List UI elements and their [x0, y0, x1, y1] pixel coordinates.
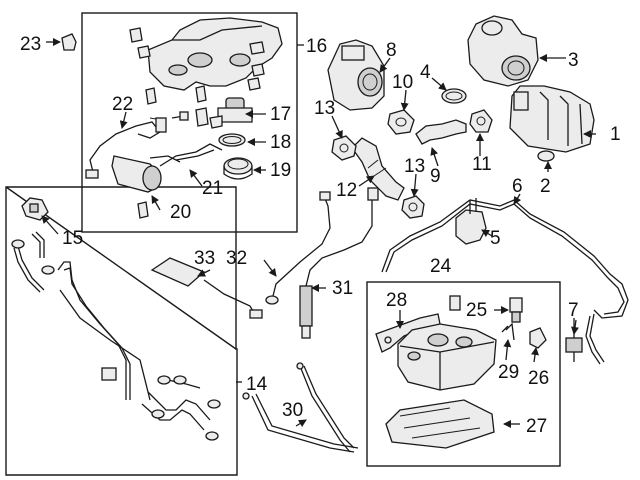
callout-1: 1: [610, 124, 621, 145]
part-19-cap: [223, 157, 253, 180]
part-18-ring: [218, 133, 246, 147]
part-26-clip: [529, 327, 547, 349]
group-box-14: [5, 186, 238, 476]
leader-lines: [41, 38, 596, 428]
callout-11: 11: [472, 154, 492, 175]
callout-8: 8: [386, 40, 397, 61]
callout-18: 18: [270, 132, 291, 153]
part-11-gasket: [469, 109, 493, 133]
callout-5: 5: [490, 228, 501, 249]
callout-26: 26: [528, 368, 549, 389]
part-22-harness: [85, 111, 189, 179]
part-17-sensor: [195, 97, 253, 129]
part-32-probe: [265, 191, 331, 305]
part-6-lines: [381, 199, 629, 365]
group-box-16: [81, 12, 298, 233]
callout-12: 12: [336, 180, 357, 201]
part-23-clip: [61, 33, 77, 51]
part-24-tank: [397, 295, 497, 391]
part-16-module: [129, 17, 283, 105]
part-2-gasket: [537, 150, 555, 162]
part-30-straps: [242, 362, 359, 453]
callout-22: 22: [112, 94, 133, 115]
part-5-valve: [455, 198, 487, 245]
callout-31: 31: [332, 278, 353, 299]
part-8-egr-valve: [327, 39, 385, 111]
part-15-bracket: [21, 197, 49, 221]
part-12-pipe: [351, 137, 405, 201]
part-7-sensor: [565, 318, 583, 362]
group-box-24: [366, 281, 561, 467]
callout-23: 23: [20, 34, 41, 55]
callout-33: 33: [194, 248, 215, 269]
callout-13-upper: 13: [314, 98, 335, 119]
callout-32: 32: [226, 248, 247, 269]
callout-4: 4: [420, 62, 431, 83]
part-33-sensor: [150, 257, 263, 319]
callout-29: 29: [498, 362, 519, 383]
part-3-turbo: [467, 15, 539, 87]
callout-13-lower: 13: [404, 156, 425, 177]
part-20-pump: [111, 155, 181, 219]
part-1-cooler: [509, 85, 595, 153]
callout-25: 25: [466, 300, 487, 321]
callout-6: 6: [512, 176, 523, 197]
callout-14: 14: [246, 374, 268, 395]
callout-30: 30: [282, 400, 303, 421]
callout-7: 7: [568, 300, 579, 321]
callout-21: 21: [202, 178, 223, 199]
part-27-shield: [385, 399, 495, 449]
callout-15: 15: [62, 228, 83, 249]
part-31-sensor: [299, 187, 379, 339]
callout-10: 10: [392, 72, 413, 93]
part-4-ring: [441, 88, 467, 104]
callout-20: 20: [170, 202, 191, 223]
callout-16: 16: [306, 36, 327, 57]
part-13-gasket-lower: [401, 195, 425, 219]
callout-27: 27: [526, 416, 547, 437]
callout-3: 3: [568, 50, 579, 71]
part-29-hose: [501, 322, 515, 341]
callout-17: 17: [270, 104, 291, 125]
callout-9: 9: [430, 166, 441, 187]
callout-24: 24: [430, 256, 452, 277]
part-14-lines: [11, 231, 221, 441]
part-10-gasket: [387, 109, 415, 135]
part-9-pipe: [415, 119, 467, 145]
callout-19: 19: [270, 160, 291, 181]
part-21-hose: [159, 143, 223, 167]
part-25-fitting: [509, 297, 523, 323]
callout-28: 28: [386, 290, 407, 311]
callout-2: 2: [540, 176, 551, 197]
part-13-gasket-upper: [331, 135, 357, 161]
